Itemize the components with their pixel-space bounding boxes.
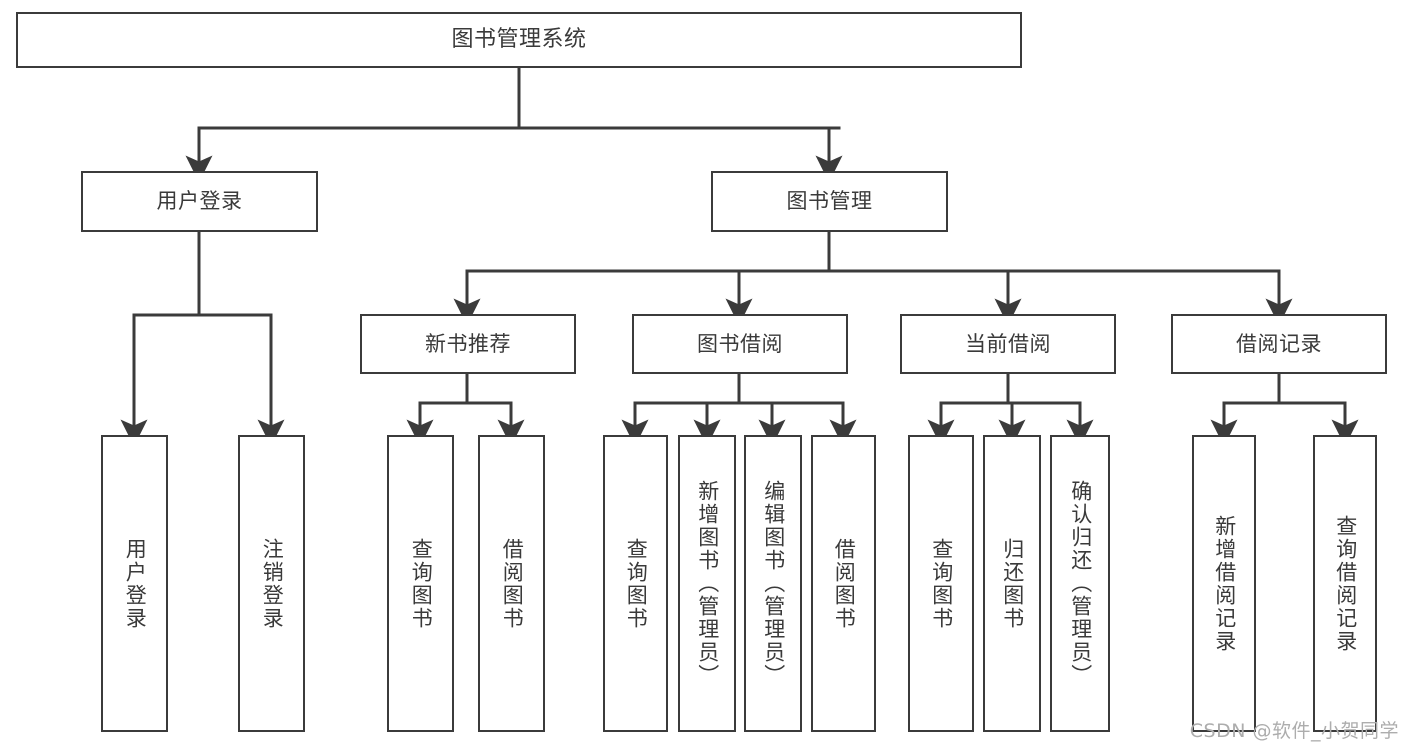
watermark: CSDN @软件_小贺同学 <box>1189 720 1399 742</box>
leaf-confirm-return-label: 确认归还（管理员） <box>1068 480 1093 687</box>
node-book-borrow[interactable]: 图书借阅 <box>632 314 848 374</box>
leaf-return-book[interactable]: 归还图书 <box>983 435 1041 732</box>
leaf-query-book-1[interactable]: 查询图书 <box>387 435 454 732</box>
leaf-borrow-book-2-label: 借阅图书 <box>832 537 857 630</box>
node-book-borrow-label: 图书借阅 <box>697 331 783 356</box>
leaf-return-book-label: 归还图书 <box>1000 537 1025 630</box>
leaf-query-book-3-label: 查询图书 <box>929 537 954 630</box>
leaf-user-logout-label: 注销登录 <box>260 537 285 630</box>
node-new-book-recommend-label: 新书推荐 <box>425 331 511 356</box>
node-user-login-label: 用户登录 <box>156 189 243 214</box>
leaf-borrow-book-1[interactable]: 借阅图书 <box>478 435 545 732</box>
node-current-borrow[interactable]: 当前借阅 <box>900 314 1116 374</box>
node-borrow-record[interactable]: 借阅记录 <box>1171 314 1387 374</box>
node-book-manage-label: 图书管理 <box>786 189 873 214</box>
leaf-edit-book[interactable]: 编辑图书（管理员） <box>744 435 802 732</box>
leaf-query-book-3[interactable]: 查询图书 <box>908 435 974 732</box>
leaf-add-record[interactable]: 新增借阅记录 <box>1192 435 1256 732</box>
node-new-book-recommend[interactable]: 新书推荐 <box>360 314 576 374</box>
leaf-user-login-label: 用户登录 <box>123 537 148 630</box>
leaf-user-login[interactable]: 用户登录 <box>101 435 168 732</box>
node-root-label: 图书管理系统 <box>451 26 587 52</box>
node-current-borrow-label: 当前借阅 <box>965 331 1051 356</box>
leaf-query-book-2[interactable]: 查询图书 <box>603 435 668 732</box>
leaf-confirm-return[interactable]: 确认归还（管理员） <box>1050 435 1110 732</box>
leaf-query-book-1-label: 查询图书 <box>409 537 434 630</box>
leaf-borrow-book-2[interactable]: 借阅图书 <box>811 435 876 732</box>
node-user-login[interactable]: 用户登录 <box>81 171 318 232</box>
leaf-query-book-2-label: 查询图书 <box>624 537 649 630</box>
leaf-user-logout[interactable]: 注销登录 <box>238 435 305 732</box>
leaf-add-book-label: 新增图书（管理员） <box>695 480 720 687</box>
leaf-query-record-label: 查询借阅记录 <box>1333 514 1358 653</box>
node-borrow-record-label: 借阅记录 <box>1236 331 1322 356</box>
leaf-query-record[interactable]: 查询借阅记录 <box>1313 435 1377 732</box>
node-book-manage[interactable]: 图书管理 <box>711 171 948 232</box>
node-root[interactable]: 图书管理系统 <box>16 12 1022 68</box>
leaf-add-book[interactable]: 新增图书（管理员） <box>678 435 736 732</box>
leaf-add-record-label: 新增借阅记录 <box>1212 514 1237 653</box>
leaf-edit-book-label: 编辑图书（管理员） <box>761 480 786 687</box>
leaf-borrow-book-1-label: 借阅图书 <box>500 537 525 630</box>
